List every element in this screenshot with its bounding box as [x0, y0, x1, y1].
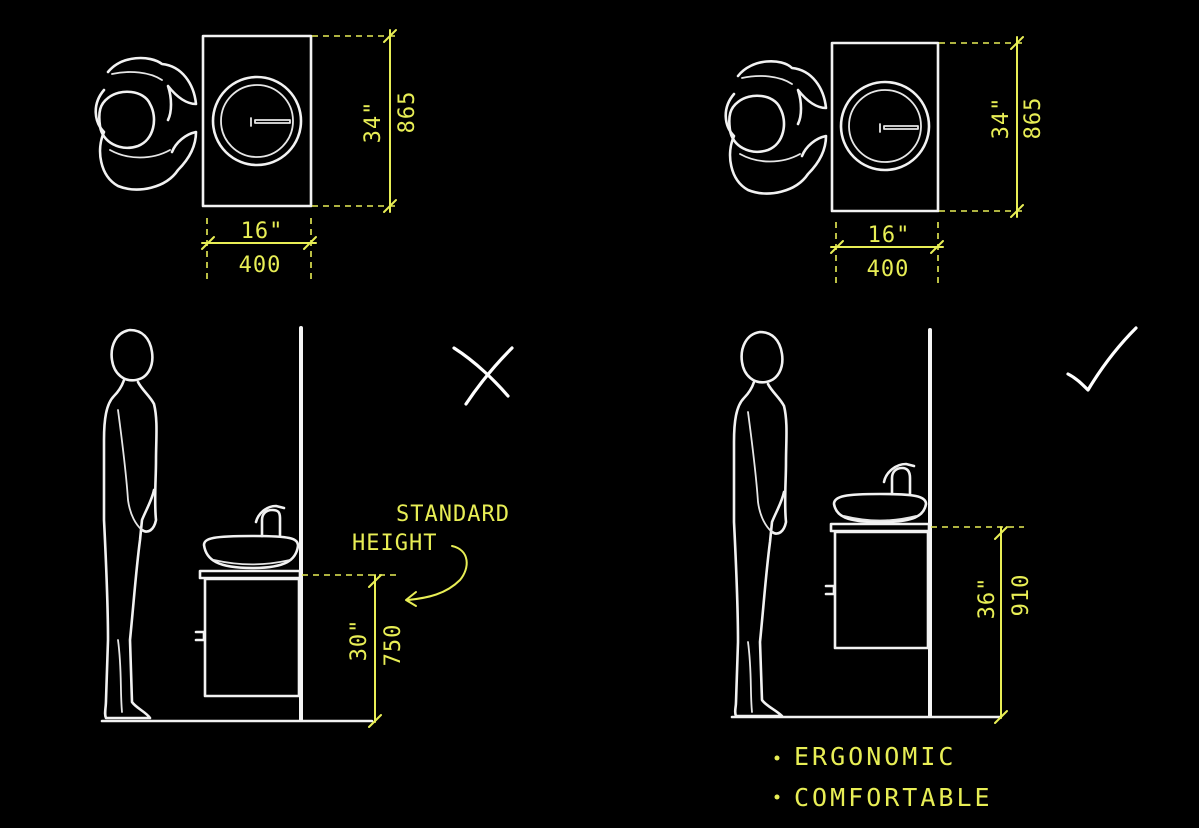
depth-inch-label: 34" [989, 97, 1014, 140]
bullet-icon [774, 794, 780, 800]
dimension-lines-right-elevation [931, 526, 1024, 724]
plan-view-right: 16" 400 34" 865 [724, 36, 1046, 284]
depth-mm-label: 865 [1021, 97, 1046, 140]
benefit-item: ERGONOMIC [794, 742, 956, 771]
vanity-side-view-left [194, 504, 302, 698]
width-mm-label: 400 [867, 257, 910, 282]
benefits-list: ERGONOMIC COMFORTABLE [774, 742, 993, 812]
standard-note-line2: HEIGHT [352, 531, 437, 556]
width-mm-label: 400 [239, 253, 282, 278]
height-inch-label: 30" [347, 619, 372, 662]
plan-view-left: 16" 400 34" 865 [94, 29, 420, 280]
bullet-icon [774, 755, 780, 761]
benefit-item: COMFORTABLE [794, 783, 993, 812]
elevation-left: STANDARD HEIGHT 30" 750 [100, 326, 514, 728]
height-mm-label: 750 [381, 624, 406, 667]
cross-mark-icon [452, 346, 514, 406]
depth-inch-label: 34" [361, 101, 386, 144]
vanity-top-view-left [201, 34, 313, 208]
dimension-lines-left-elevation [302, 574, 398, 728]
height-inch-label: 36" [975, 577, 1000, 620]
person-side-view-left [102, 328, 158, 720]
standard-note-line1: STANDARD [396, 502, 510, 527]
width-inch-label: 16" [868, 223, 911, 248]
person-side-view-right [732, 330, 788, 718]
vanity-side-view-right [824, 462, 931, 650]
person-top-view-right [724, 59, 828, 195]
elevation-right: 36" 910 ERGONOMIC COMFORTABLE [730, 326, 1138, 812]
dimension-lines-left-top [201, 29, 398, 280]
width-inch-label: 16" [241, 219, 284, 244]
check-mark-icon [1066, 326, 1138, 392]
vanity-top-view-right [830, 41, 940, 213]
dimension-lines-right-top [830, 36, 1024, 284]
note-arrow [405, 545, 468, 607]
depth-mm-label: 865 [395, 91, 420, 134]
height-mm-label: 910 [1009, 574, 1034, 617]
person-top-view-left [94, 56, 198, 191]
